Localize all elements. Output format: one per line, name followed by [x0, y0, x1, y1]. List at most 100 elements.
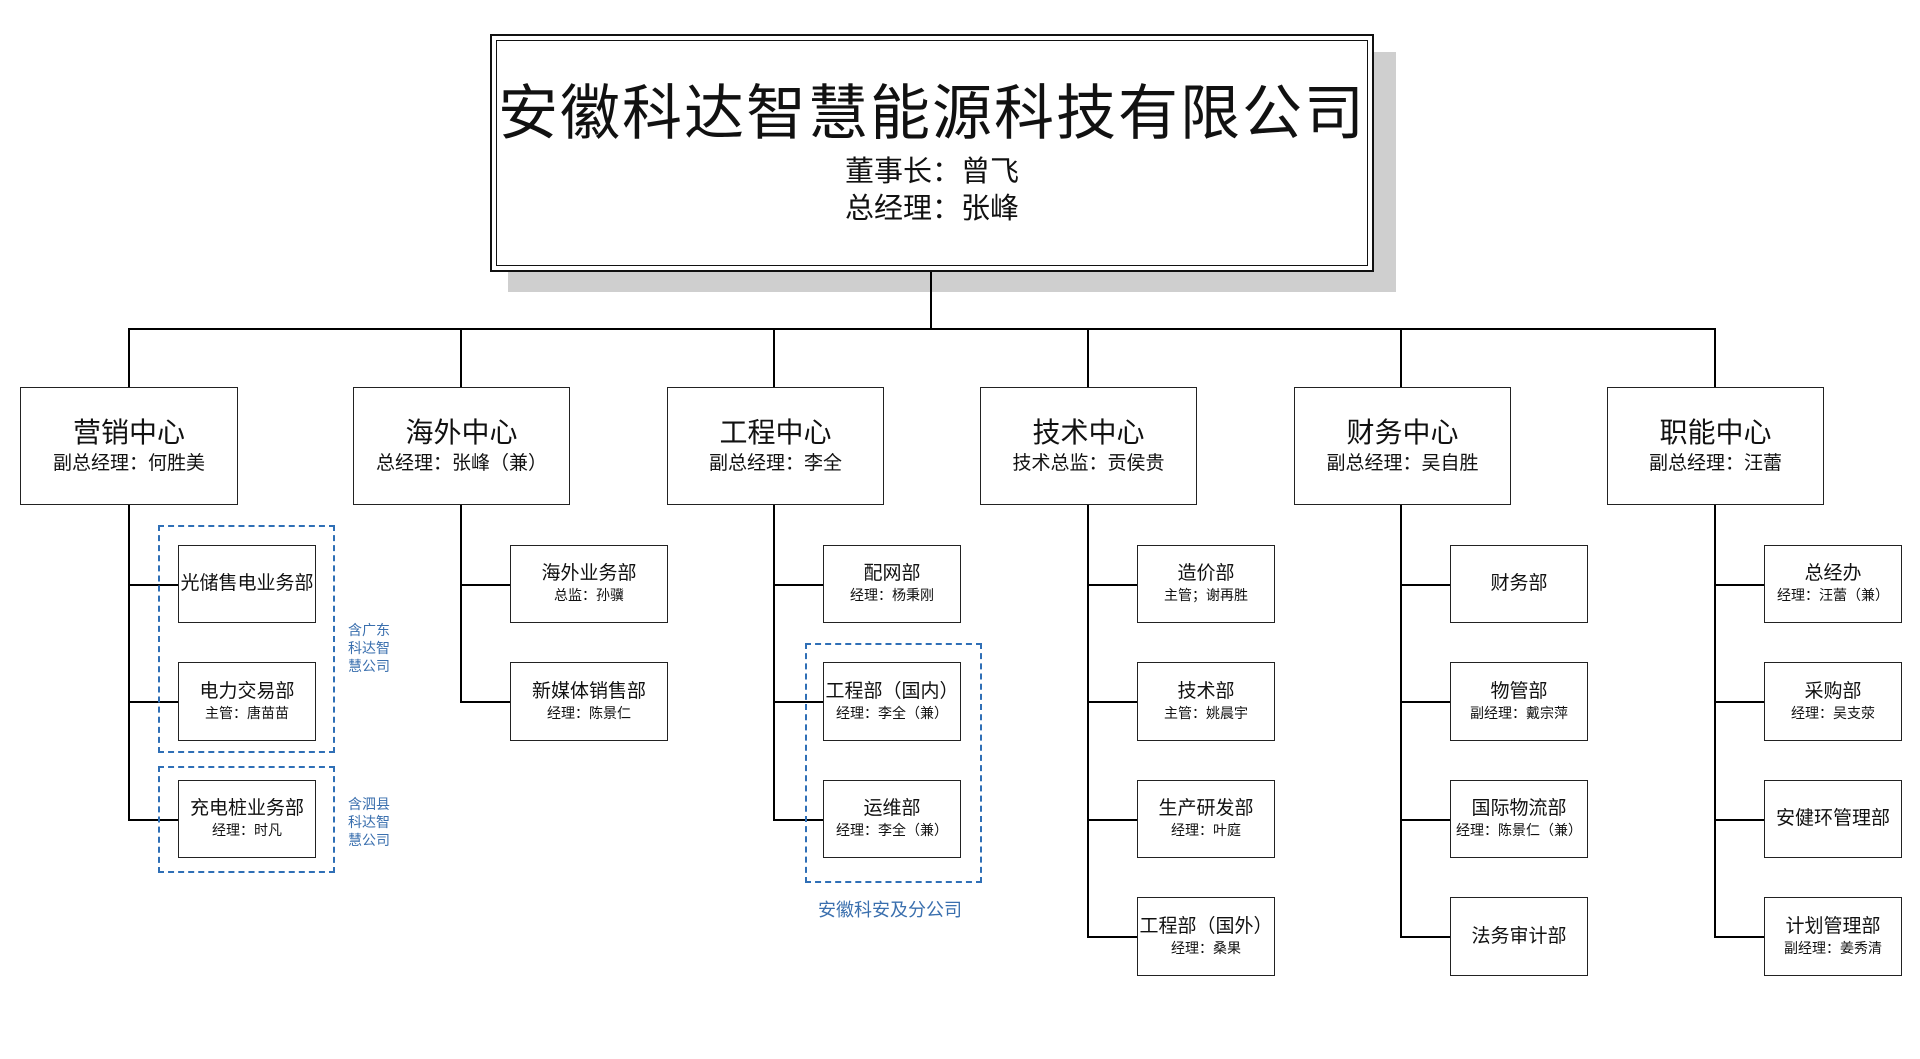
branch — [460, 584, 510, 586]
center-name: 职能中心 — [1659, 415, 1772, 449]
dept-manager: 经理：陈景仁（兼） — [1456, 823, 1582, 840]
center-name: 海外中心 — [405, 415, 518, 449]
connector-bus — [128, 328, 1716, 330]
dept-manager: 经理：李全（兼） — [836, 823, 948, 840]
branch — [1400, 701, 1450, 703]
dept-box: 采购部 经理：吴支荥 — [1764, 662, 1902, 741]
dept-manager: 主管；谢再胜 — [1164, 588, 1248, 605]
center-box-technology: 技术中心 技术总监：贡侯贵 — [980, 387, 1197, 505]
dept-manager: 副经理：姜秀清 — [1784, 940, 1882, 957]
center-name: 营销中心 — [72, 415, 185, 449]
dept-name: 工程部（国内） — [825, 679, 959, 702]
dept-manager: 主管：唐苗苗 — [205, 705, 289, 722]
branch — [1714, 936, 1764, 938]
dept-box: 总经办 经理：汪蕾（兼） — [1764, 545, 1902, 623]
dept-box: 国际物流部 经理：陈景仁（兼） — [1450, 780, 1588, 858]
dept-name: 国际物流部 — [1471, 797, 1567, 820]
connector-drop-5 — [1714, 328, 1716, 388]
branch — [1714, 701, 1764, 703]
dept-manager: 经理：李全（兼） — [836, 705, 948, 722]
dept-name: 运维部 — [863, 797, 921, 820]
branch — [1087, 701, 1137, 703]
center-box-marketing: 营销中心 副总经理：何胜美 — [20, 387, 238, 505]
group-anke — [805, 643, 982, 883]
dept-manager: 经理：时凡 — [212, 823, 282, 840]
connector-trunk — [930, 272, 932, 329]
connector-drop-3 — [1087, 328, 1089, 388]
branch — [1714, 819, 1764, 821]
company-box: 安徽科达智慧能源科技有限公司 董事长：曾飞 总经理：张峰 — [490, 34, 1374, 272]
branch — [773, 819, 823, 821]
company-box-inner: 安徽科达智慧能源科技有限公司 董事长：曾飞 总经理：张峰 — [496, 40, 1368, 266]
center-manager: 副总经理：李全 — [708, 452, 842, 475]
general-manager-label: 总经理：张峰 — [844, 190, 1019, 225]
connector-drop-4 — [1400, 328, 1402, 388]
branch — [1400, 584, 1450, 586]
dept-manager: 经理：陈景仁 — [547, 705, 631, 722]
dept-name: 生产研发部 — [1158, 797, 1254, 820]
dept-box: 计划管理部 副经理：姜秀清 — [1764, 897, 1902, 976]
branch — [128, 701, 178, 703]
center-box-functional: 职能中心 副总经理：汪蕾 — [1607, 387, 1824, 505]
dept-box: 光储售电业务部 — [178, 545, 316, 623]
dept-name: 物管部 — [1490, 679, 1548, 702]
dept-manager: 经理：桑果 — [1171, 940, 1241, 957]
dept-name: 技术部 — [1177, 679, 1235, 702]
dept-name: 法务审计部 — [1471, 924, 1567, 947]
sixian-note: 含泗县科达智慧公司 — [348, 797, 390, 850]
branch — [1087, 584, 1137, 586]
dept-manager: 总监：孙骥 — [554, 588, 624, 605]
dept-box: 技术部 主管：姚晨宇 — [1137, 662, 1275, 741]
dept-name: 充电桩业务部 — [189, 797, 304, 820]
center-manager: 总经理：张峰（兼） — [375, 452, 547, 475]
dept-manager: 主管：姚晨宇 — [1164, 705, 1248, 722]
branch — [460, 701, 510, 703]
center-box-overseas: 海外中心 总经理：张峰（兼） — [353, 387, 570, 505]
dept-box: 物管部 副经理：戴宗萍 — [1450, 662, 1588, 741]
dept-name: 配网部 — [863, 562, 921, 585]
spine-overseas — [460, 505, 462, 703]
center-manager: 副总经理：何胜美 — [52, 452, 205, 475]
dept-name: 总经办 — [1804, 562, 1862, 585]
connector-drop-2 — [773, 328, 775, 388]
dept-manager: 经理：汪蕾（兼） — [1777, 588, 1889, 605]
dept-box: 新媒体销售部 经理：陈景仁 — [510, 662, 668, 741]
branch — [128, 584, 178, 586]
center-box-finance: 财务中心 副总经理：吴自胜 — [1294, 387, 1511, 505]
dept-name: 安健环管理部 — [1775, 807, 1890, 830]
branch — [773, 584, 823, 586]
dept-manager: 副经理：戴宗萍 — [1470, 705, 1568, 722]
center-manager: 副总经理：吴自胜 — [1326, 452, 1479, 475]
spine-technology — [1087, 505, 1089, 938]
center-manager: 技术总监：贡侯贵 — [1012, 452, 1165, 475]
dept-box: 工程部（国内） 经理：李全（兼） — [823, 662, 961, 741]
dept-manager: 经理：叶庭 — [1171, 823, 1241, 840]
branch — [1400, 819, 1450, 821]
dept-name: 电力交易部 — [199, 679, 295, 702]
dept-name: 新媒体销售部 — [531, 679, 646, 702]
center-box-engineering: 工程中心 副总经理：李全 — [667, 387, 884, 505]
dept-box: 法务审计部 — [1450, 897, 1588, 976]
spine-engineering — [773, 505, 775, 820]
dept-box: 配网部 经理：杨秉刚 — [823, 545, 961, 623]
group-guangdong — [158, 525, 335, 753]
branch — [1400, 936, 1450, 938]
spine-marketing — [128, 505, 130, 820]
company-name: 安徽科达智慧能源科技有限公司 — [498, 79, 1366, 150]
branch — [773, 701, 823, 703]
dept-box: 生产研发部 经理：叶庭 — [1137, 780, 1275, 858]
center-name: 技术中心 — [1032, 415, 1145, 449]
branch — [1087, 936, 1137, 938]
dept-name: 计划管理部 — [1785, 914, 1881, 937]
connector-drop-1 — [460, 328, 462, 388]
branch — [1087, 819, 1137, 821]
dept-name: 海外业务部 — [541, 562, 637, 585]
dept-name: 造价部 — [1177, 562, 1235, 585]
group-sixian — [158, 766, 335, 873]
dept-box: 海外业务部 总监：孙骥 — [510, 545, 668, 623]
chairman-label: 董事长：曾飞 — [844, 154, 1019, 189]
dept-box: 安健环管理部 — [1764, 780, 1902, 858]
branch — [1714, 584, 1764, 586]
spine-finance — [1400, 505, 1402, 938]
dept-name: 光储售电业务部 — [180, 572, 314, 595]
